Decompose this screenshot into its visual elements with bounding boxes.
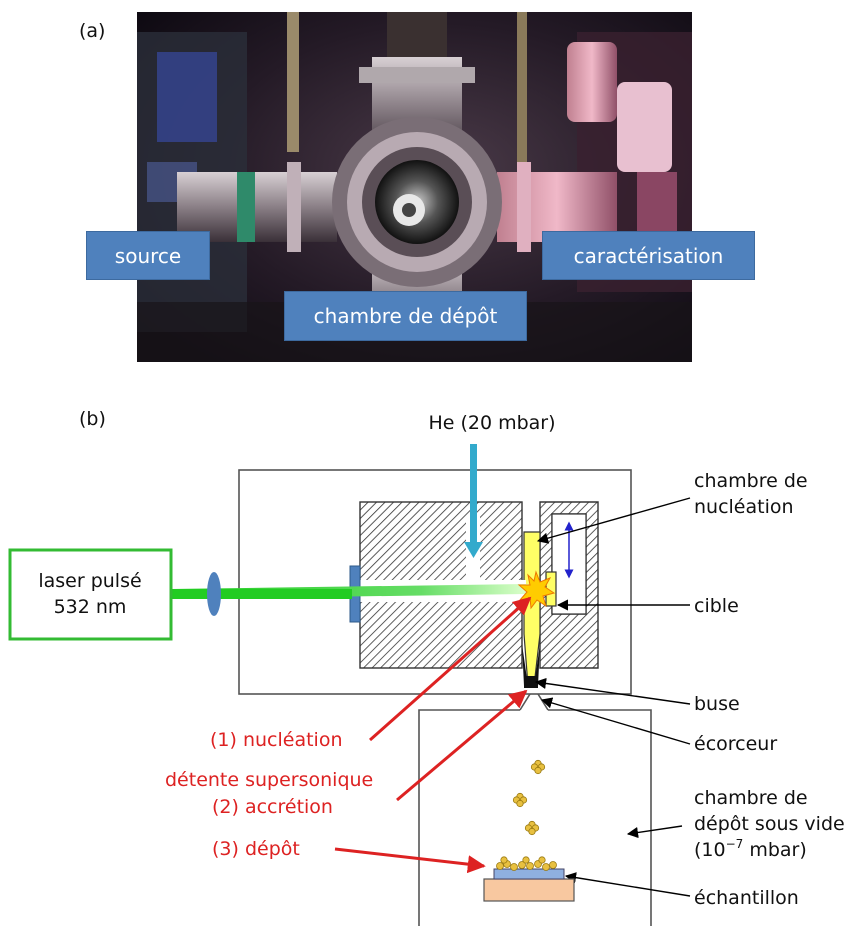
nozzle bbox=[522, 644, 540, 686]
step-deposit-label: (3) dépôt bbox=[212, 838, 300, 860]
laser-label-line1: laser pulsé bbox=[38, 570, 141, 592]
panel-a-label: (a) bbox=[79, 20, 106, 42]
pointer-nucleation-chamber bbox=[536, 497, 691, 544]
arrow-nucleation bbox=[369, 596, 532, 742]
arrow-accretion bbox=[396, 689, 528, 802]
gas-inlet-arrow bbox=[470, 444, 477, 544]
sample-label: échantillon bbox=[694, 887, 799, 909]
pointer-skimmer bbox=[540, 697, 691, 745]
cluster bbox=[530, 759, 546, 775]
sample-holder bbox=[483, 878, 575, 902]
lens bbox=[207, 572, 221, 616]
skimmer-label: écorceur bbox=[694, 733, 777, 755]
skimmer bbox=[519, 693, 549, 711]
laser-label-line2: 532 nm bbox=[54, 596, 127, 618]
photo-label-characterization: caractérisation bbox=[542, 231, 755, 280]
supersonic-expansion-label: détente supersonique bbox=[165, 769, 373, 791]
target-label: cible bbox=[694, 595, 739, 617]
deposition-chamber-outline bbox=[418, 709, 652, 926]
deposition-chamber-label-1: chambre de bbox=[694, 787, 808, 809]
gas-inlet-label: He (20 mbar) bbox=[428, 412, 555, 434]
nucleation-chamber-label-2: nucléation bbox=[694, 496, 794, 518]
deposition-chamber-label-3: (10−7 mbar) bbox=[694, 837, 807, 861]
nucleation-chamber-label-1: chambre de bbox=[694, 470, 808, 492]
photo-label-source: source bbox=[86, 231, 210, 280]
arrow-deposit bbox=[334, 847, 486, 874]
panel-b-label: (b) bbox=[79, 408, 106, 430]
cluster bbox=[512, 792, 528, 808]
photo-label-deposition-chamber: chambre de dépôt bbox=[284, 291, 527, 341]
deposition-chamber-label-2: dépôt sous vide bbox=[694, 813, 845, 835]
laser-box bbox=[8, 548, 173, 641]
pointer-nozzle bbox=[534, 677, 691, 705]
pointer-sample bbox=[564, 872, 691, 897]
sample bbox=[493, 868, 565, 880]
cluster bbox=[524, 820, 540, 836]
nozzle-label: buse bbox=[694, 693, 740, 715]
step-nucleation-label: (1) nucléation bbox=[210, 729, 343, 751]
deposited-clusters bbox=[496, 856, 557, 871]
pointer-deposition-chamber bbox=[626, 825, 683, 839]
step-accretion-label: (2) accrétion bbox=[212, 796, 333, 818]
cluster-source-schematic: laser pulsé 532 nm He (20 mbar) chambre … bbox=[8, 412, 845, 926]
